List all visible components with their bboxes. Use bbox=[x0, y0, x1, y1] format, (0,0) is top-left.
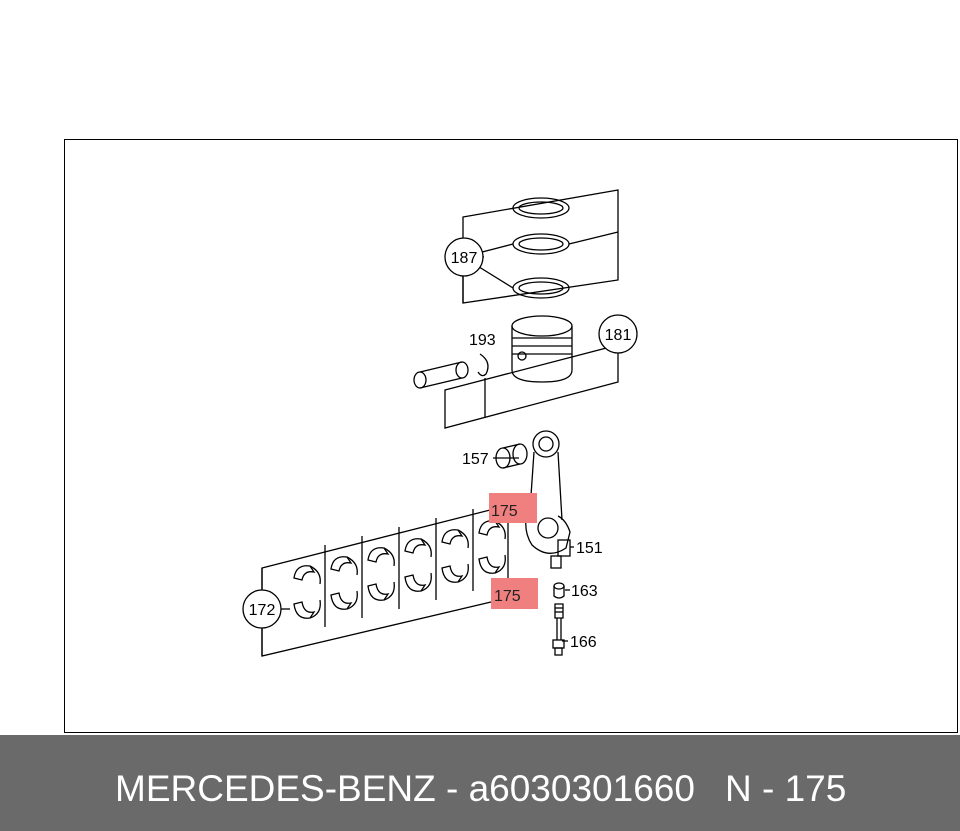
bearing-shell-upper bbox=[478, 520, 501, 536]
bearing-shell-upper-edge bbox=[457, 529, 469, 549]
bearing-shell-lower-edge bbox=[383, 581, 395, 601]
bearing-shell-lower bbox=[293, 601, 316, 619]
piston-rings-group bbox=[462, 189, 619, 304]
bearing-shell-lower-edge bbox=[494, 554, 506, 574]
footer-reference: N - 175 bbox=[725, 768, 847, 809]
bushing-part bbox=[495, 443, 528, 469]
piston-group bbox=[413, 315, 619, 429]
bearing-shell-upper bbox=[441, 529, 464, 545]
label-connecting-rod: 151 bbox=[576, 540, 603, 557]
parts-diagram: 187 181 193 157 151 175 175 163 166 172 bbox=[242, 189, 638, 657]
bearing-shell-lower bbox=[441, 565, 464, 583]
connecting-rod-part bbox=[525, 430, 571, 569]
callout-circle-187 bbox=[444, 237, 484, 277]
bearing-shell-upper bbox=[330, 556, 353, 572]
label-circlip: 193 bbox=[469, 332, 496, 349]
callout-circle-181 bbox=[598, 314, 638, 354]
bearing-shell-upper bbox=[367, 547, 390, 563]
label-main-bearings: 172 bbox=[249, 602, 276, 619]
label-piston-rings: 187 bbox=[451, 250, 478, 267]
label-bearing-shell-lower: 175 bbox=[494, 588, 521, 605]
label-piston: 181 bbox=[605, 327, 632, 344]
label-bushing: 157 bbox=[462, 451, 489, 468]
highlight-box-upper bbox=[489, 493, 537, 523]
main-bearings-group bbox=[261, 509, 509, 657]
bearing-shell-upper-edge bbox=[420, 538, 432, 558]
callout-circle-172 bbox=[242, 589, 282, 629]
bearing-shell-upper-edge bbox=[309, 565, 321, 585]
bearing-shell-upper-edge bbox=[383, 547, 395, 567]
bearing-shell-lower-edge bbox=[457, 563, 469, 583]
bearing-shell-lower bbox=[404, 574, 427, 592]
footer-part-number: MERCEDES-BENZ - a6030301660 bbox=[115, 768, 695, 809]
highlight-box-lower bbox=[491, 578, 538, 609]
bolt-part bbox=[552, 603, 565, 656]
bearing-shell-lower bbox=[478, 556, 501, 574]
label-nut: 163 bbox=[571, 583, 598, 600]
bearing-shell-lower-edge bbox=[420, 572, 432, 592]
bearing-shell-lower-edge bbox=[309, 599, 321, 619]
label-bearing-shell-upper: 175 bbox=[491, 503, 518, 520]
diagram-frame bbox=[64, 139, 958, 733]
bearing-shell-lower bbox=[330, 592, 353, 610]
bearing-shell-lower-edge bbox=[346, 590, 358, 610]
bearing-shell-upper bbox=[293, 565, 316, 581]
bearing-shell-lower bbox=[367, 583, 390, 601]
footer-bar bbox=[0, 735, 960, 831]
nut-part bbox=[553, 582, 565, 599]
bearing-shell-upper bbox=[404, 538, 427, 554]
bearing-shell-upper-edge bbox=[346, 556, 358, 576]
label-bolt: 166 bbox=[570, 634, 597, 651]
